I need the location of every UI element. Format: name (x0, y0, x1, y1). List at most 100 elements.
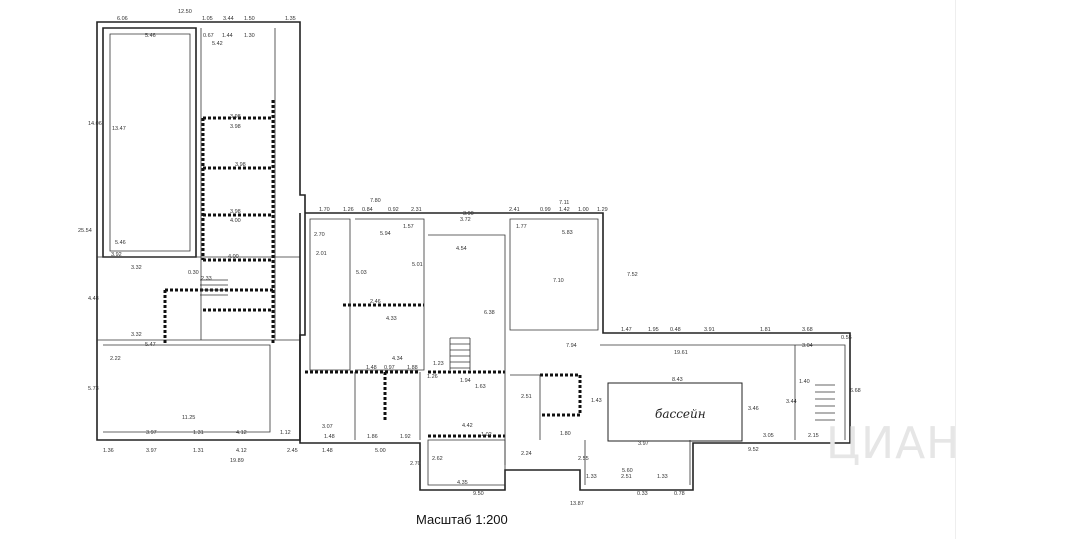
dimension-label: 1.92 (400, 434, 411, 440)
dimension-label: 5.46 (115, 240, 126, 246)
dimension-label: 3.98 (230, 124, 241, 130)
dimension-label: 1.81 (760, 327, 771, 333)
dimension-label: 5.47 (145, 342, 156, 348)
dimension-label: 1.02 (481, 432, 492, 438)
dimension-label: 1.48 (366, 365, 377, 371)
dimension-label: 2.01 (316, 251, 327, 257)
dimension-label: 1.50 (244, 16, 255, 22)
dimension-label: 3.07 (322, 424, 333, 430)
dimension-label: 5.83 (562, 230, 573, 236)
dimension-label: 1.70 (319, 207, 330, 213)
dimension-label: 2.46 (370, 299, 381, 305)
dimension-label: 1.63 (475, 384, 486, 390)
dimension-label: 5.73 (88, 386, 99, 392)
dimension-label: 2.33 (201, 276, 212, 282)
dimension-label: 5.94 (380, 231, 391, 237)
dimension-label: 3.92 (111, 252, 122, 258)
dimension-label: 2.22 (110, 356, 121, 362)
dimension-label: 3.04 (802, 343, 813, 349)
dimension-label: 5.01 (412, 262, 423, 268)
dimension-label: 1.05 (202, 16, 213, 22)
dimension-label: 9.52 (748, 447, 759, 453)
dimension-label: 1.57 (403, 224, 414, 230)
dimension-label: 0.84 (362, 207, 373, 213)
dimension-label: 3.98 (230, 114, 241, 120)
dimension-label: 5.42 (212, 41, 223, 47)
dimension-label: 3.44 (223, 16, 234, 22)
dimension-label: 1.44 (222, 33, 233, 39)
dimension-label: 4.35 (457, 480, 468, 486)
dimension-label: 1.40 (799, 379, 810, 385)
dimension-label: 3.97 (146, 430, 157, 436)
dimension-label: 0.67 (203, 33, 214, 39)
dimension-label: 19.61 (674, 350, 688, 356)
dimension-label: 1.36 (103, 448, 114, 454)
dimension-label: 0.30 (188, 270, 199, 276)
dimension-label: 3.97 (638, 441, 649, 447)
dimension-label: 1.26 (343, 207, 354, 213)
scale-label: Масштаб 1:200 (416, 512, 508, 527)
dimension-label: 3.68 (802, 327, 813, 333)
dimension-label: 1.23 (433, 361, 444, 367)
dimension-label: 4.33 (386, 316, 397, 322)
dimension-label: 19.89 (230, 458, 244, 464)
dimension-label: 1.35 (285, 16, 296, 22)
dimension-label: 9.50 (473, 491, 484, 497)
dimension-label: 11.25 (182, 415, 195, 421)
dimension-labels: 6.06 12.50 1.05 3.44 1.50 1.35 5.46 0.67… (78, 9, 861, 507)
dimension-label: 1.48 (324, 434, 335, 440)
dimension-label: 4.48 (88, 296, 99, 302)
dimension-label: 4.00 (228, 254, 239, 260)
dimension-label: 3.05 (763, 433, 774, 439)
watermark: ЦИАН (826, 418, 961, 469)
dimension-label: 3.72 (460, 217, 471, 223)
dimension-label: 12.50 (178, 9, 192, 15)
dimension-label: 7.80 (370, 198, 381, 204)
dimension-label: 7.10 (553, 278, 564, 284)
dimension-label: 1.43 (591, 398, 602, 404)
dimension-label: 1.47 (621, 327, 632, 333)
dimension-label: 7.11 (559, 200, 569, 206)
dimension-label: 0.97 (384, 365, 395, 371)
dimension-label: 3.91 (704, 327, 715, 333)
dimension-label: 1.42 (559, 207, 570, 213)
dimension-label: 1.80 (560, 431, 571, 437)
dimension-label: 2.51 (621, 474, 632, 480)
dimension-label: 2.70 (410, 461, 421, 467)
dimension-label: 25.54 (78, 228, 92, 234)
dimension-label: 7.52 (627, 272, 638, 278)
dimension-label: 1.95 (648, 327, 659, 333)
dimension-label: 1.31 (193, 430, 204, 436)
dimension-label: 1.33 (657, 474, 668, 480)
dimension-label: 2.70 (314, 232, 325, 238)
dimension-label: 0.55 (841, 335, 852, 341)
dimension-label: 1.88 (407, 365, 418, 371)
dimension-label: 3.46 (748, 406, 759, 412)
dimension-label: 14.06 (88, 121, 102, 127)
pool-outline (607, 382, 743, 442)
page-frame-line (955, 0, 956, 539)
dimension-label: 7.94 (566, 343, 577, 349)
dimension-label: 0.92 (388, 207, 399, 213)
left-wing-walls (96, 21, 306, 441)
dimension-label: 13.87 (570, 501, 584, 507)
dimension-label: 4.42 (462, 423, 473, 429)
dimension-label: 3.32 (131, 265, 142, 271)
dimension-label: 2.41 (509, 207, 520, 213)
dimension-label: 4.00 (230, 218, 241, 224)
dimension-label: 6.06 (117, 16, 128, 22)
pool-label: бассейн (655, 407, 706, 421)
dimension-label: 13.47 (112, 126, 126, 132)
dimension-label: 1.94 (460, 378, 471, 384)
dimension-label: 3.98 (230, 209, 241, 215)
dimension-label: 1.26 (427, 374, 438, 380)
heavy-partitions (163, 100, 582, 438)
dimension-label: 5.60 (622, 468, 633, 474)
dimension-label: 5.00 (375, 448, 386, 454)
dimension-label: 3.90 (463, 211, 474, 217)
dimension-label: 3.44 (786, 399, 797, 405)
dimension-label: 3.97 (146, 448, 157, 454)
dimension-label: 8.43 (672, 377, 683, 383)
dimension-label: 2.24 (521, 451, 532, 457)
